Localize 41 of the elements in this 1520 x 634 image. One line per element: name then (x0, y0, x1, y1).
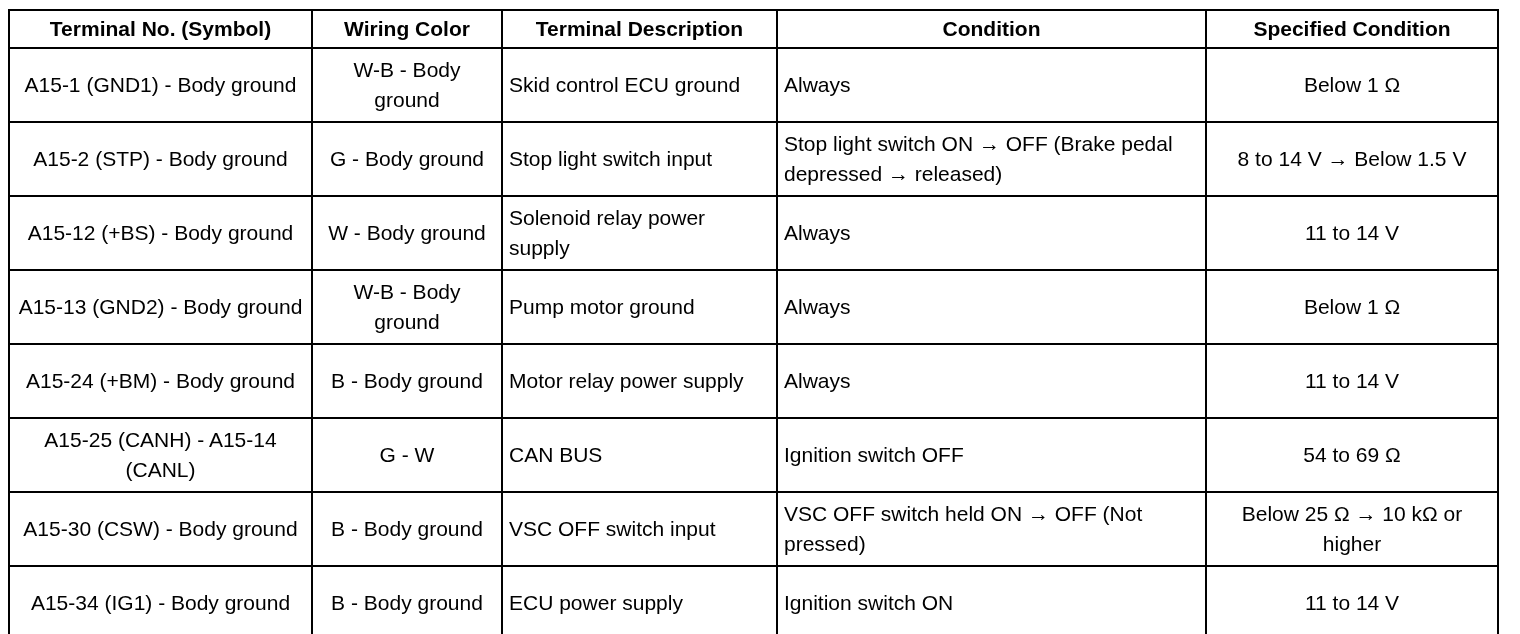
table-cell: A15-12 (+BS) - Body ground (9, 196, 312, 270)
table-cell: Stop light switch input (502, 122, 777, 196)
table-cell: Skid control ECU ground (502, 48, 777, 122)
table-cell: A15-30 (CSW) - Body ground (9, 492, 312, 566)
column-header: Specified Condition (1206, 10, 1498, 48)
table-cell: 11 to 14 V (1206, 344, 1498, 418)
table-cell: Always (777, 270, 1206, 344)
table-cell: Always (777, 48, 1206, 122)
table-cell: G - Body ground (312, 122, 502, 196)
table-cell: VSC OFF switch input (502, 492, 777, 566)
table-cell: Below 1 Ω (1206, 48, 1498, 122)
table-cell: 54 to 69 Ω (1206, 418, 1498, 492)
column-header: Terminal Description (502, 10, 777, 48)
table-cell: A15-13 (GND2) - Body ground (9, 270, 312, 344)
table-cell: A15-25 (CANH) - A15-14 (CANL) (9, 418, 312, 492)
column-header: Terminal No. (Symbol) (9, 10, 312, 48)
table-cell: W-B - Body ground (312, 270, 502, 344)
table-cell: W-B - Body ground (312, 48, 502, 122)
table-cell: Always (777, 196, 1206, 270)
table-cell: G - W (312, 418, 502, 492)
table-cell: Pump motor ground (502, 270, 777, 344)
table-cell: Solenoid relay power supply (502, 196, 777, 270)
table-cell: A15-2 (STP) - Body ground (9, 122, 312, 196)
table-cell: CAN BUS (502, 418, 777, 492)
table-cell: A15-24 (+BM) - Body ground (9, 344, 312, 418)
table-cell: Always (777, 344, 1206, 418)
table-cell: Ignition switch OFF (777, 418, 1206, 492)
column-header: Condition (777, 10, 1206, 48)
table-cell: W - Body ground (312, 196, 502, 270)
table-cell: Motor relay power supply (502, 344, 777, 418)
table-cell: VSC OFF switch held ON → OFF (Not pressed) (777, 492, 1206, 566)
table-cell: Stop light switch ON → OFF (Brake pedal depressed → released) (777, 122, 1206, 196)
table-cell: 11 to 14 V (1206, 196, 1498, 270)
table-cell: Below 25 Ω → 10 kΩ or higher (1206, 492, 1498, 566)
table-cell: 8 to 14 V → Below 1.5 V (1206, 122, 1498, 196)
table-cell: A15-34 (IG1) - Body ground (9, 566, 312, 634)
column-header: Wiring Color (312, 10, 502, 48)
table-cell: B - Body ground (312, 344, 502, 418)
table-cell: B - Body ground (312, 492, 502, 566)
table-cell: A15-1 (GND1) - Body ground (9, 48, 312, 122)
table-cell: Below 1 Ω (1206, 270, 1498, 344)
